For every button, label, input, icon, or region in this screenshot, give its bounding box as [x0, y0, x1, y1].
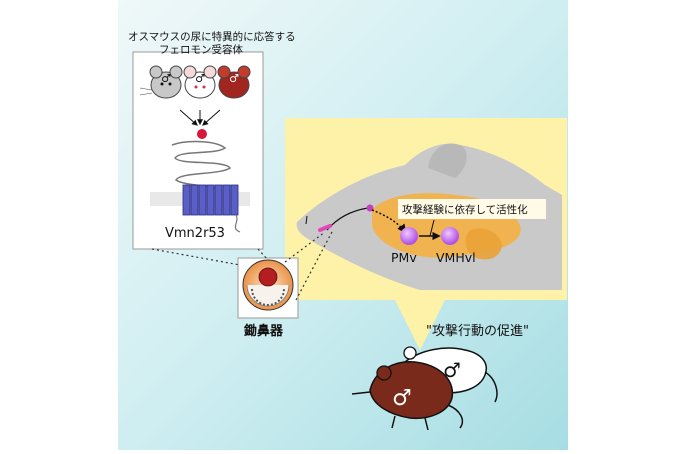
- behavior-label: "攻撃行動の促進": [426, 324, 529, 339]
- header-line-2: フェロモン受容体: [159, 44, 243, 56]
- dotted-connectors: [151, 229, 334, 301]
- annotation-pointer: [429, 219, 435, 237]
- vno-label: 鋤鼻器: [244, 324, 284, 339]
- mouse-red-icon: [217, 65, 251, 99]
- region-pmv-label: PMv: [391, 250, 417, 265]
- synapse-dot: [366, 204, 374, 212]
- pheromone-ligand: [197, 129, 207, 139]
- male-symbol-white-mouse: ♂: [443, 358, 461, 382]
- annotation-box: [398, 199, 546, 219]
- male-symbol-red: ♂: [229, 72, 239, 85]
- male-symbol-white: ♂: [195, 72, 205, 85]
- mouse-gray-icon: [139, 65, 183, 99]
- fighting-mice: [351, 346, 498, 431]
- mouse-ear: [428, 143, 467, 178]
- brain-region-orange-2: [465, 228, 502, 260]
- axon-pink: [318, 224, 332, 232]
- nose-tick: [305, 215, 308, 225]
- header-line-1: オスマウスの尿に特異的に応答する: [128, 31, 296, 43]
- neuron-vmhvl: [441, 227, 459, 245]
- male-symbol-dark-mouse: ♂: [392, 386, 412, 411]
- vno-lumen: [258, 267, 278, 287]
- vno-inset: [237, 257, 299, 319]
- receptor-transmembrane-helices: [182, 184, 239, 216]
- receptor-label: Vmn2r53: [165, 226, 225, 241]
- region-vmhvl-label: VMHvl: [436, 250, 476, 265]
- neuron-pmv: [400, 227, 418, 245]
- mouse-white-icon: [183, 65, 217, 99]
- receptor-inset: ♂ ♂ ♂: [132, 51, 264, 250]
- brain-annotation: 攻撃経験に依存して活性化: [402, 204, 528, 216]
- male-symbol-gray: ♂: [161, 72, 171, 85]
- receptor-extracellular-domain: [171, 140, 232, 189]
